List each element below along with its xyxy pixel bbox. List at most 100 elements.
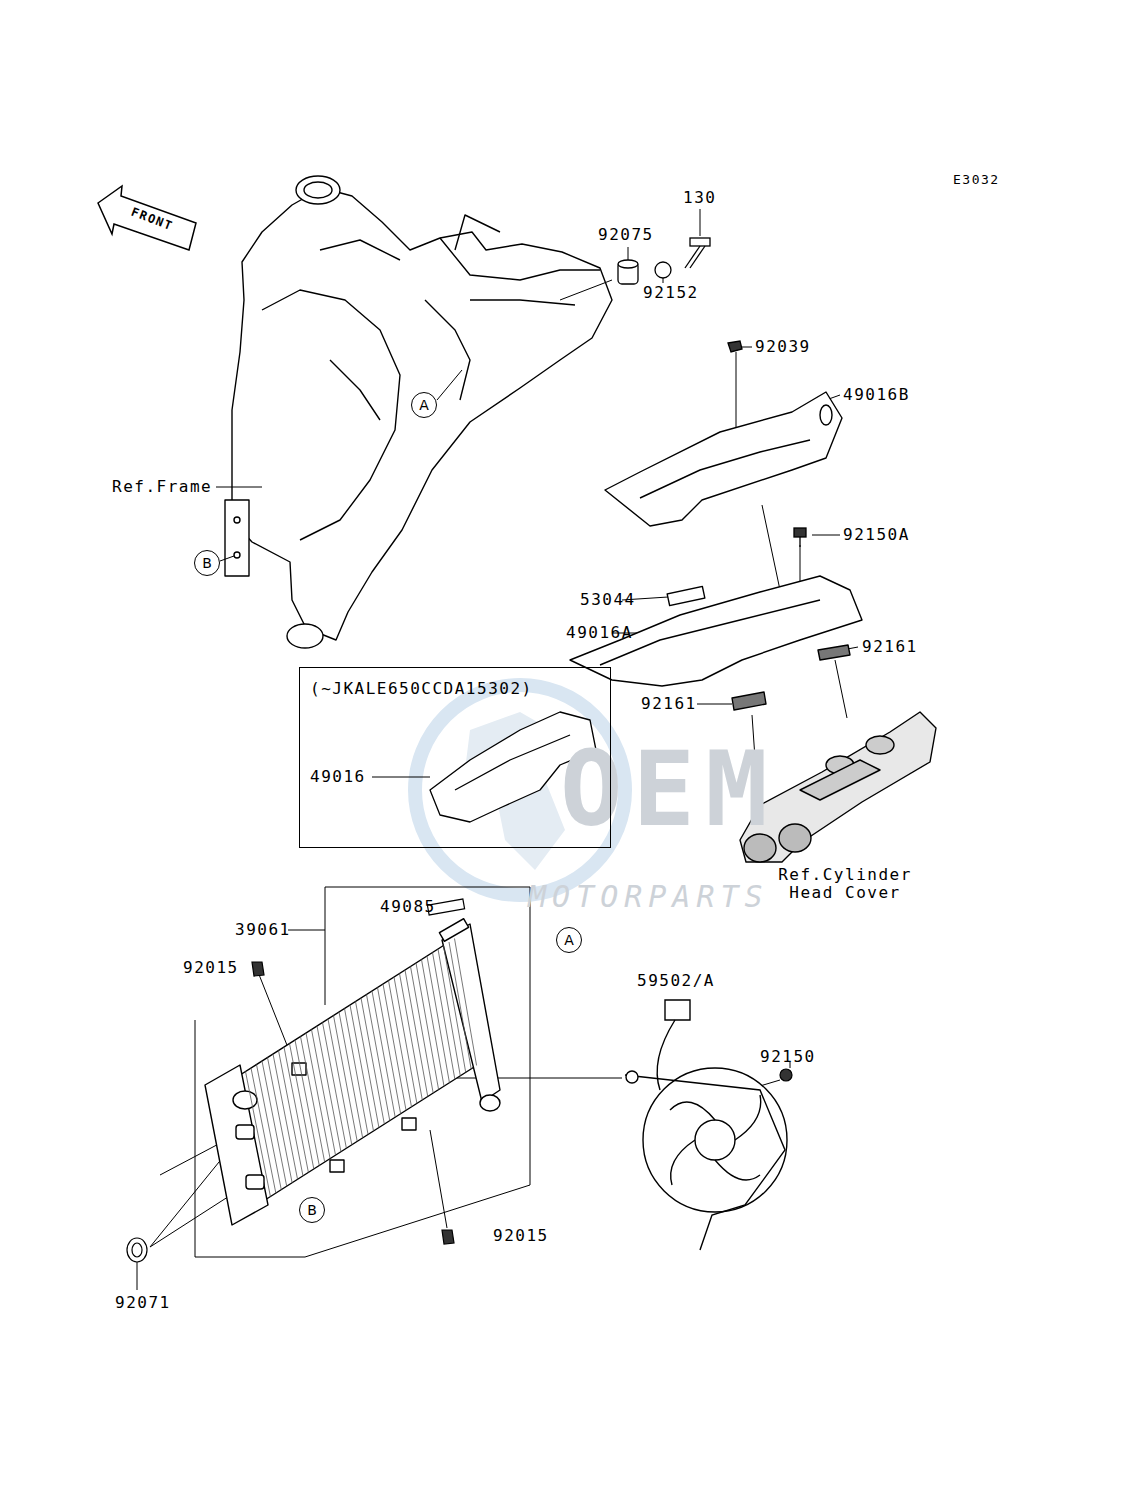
reference-circle: A	[411, 392, 437, 418]
frame	[234, 517, 240, 523]
radiator-fin	[427, 956, 449, 1083]
radiator-fin	[345, 1009, 369, 1135]
radiator-fin	[284, 1047, 308, 1172]
heat-shield	[600, 600, 820, 665]
frame	[225, 176, 612, 648]
cooling-fan	[643, 1068, 787, 1212]
radiator-fin	[246, 1072, 271, 1197]
callout-number: 49085	[380, 898, 436, 916]
serial-range: (~JKALE650CCDA15302)	[310, 680, 533, 698]
reference-circle: B	[194, 550, 220, 576]
hardware	[442, 1230, 454, 1244]
cooling-fan	[625, 1000, 787, 1250]
radiator-fin	[422, 960, 445, 1087]
callout-number: 49016B	[843, 386, 910, 404]
leader-line	[742, 347, 752, 348]
leader-line	[437, 370, 462, 400]
radiator-fin	[312, 1030, 336, 1156]
radiator-fin	[444, 946, 466, 1073]
radiator-fin	[262, 1061, 287, 1186]
hardware	[252, 962, 264, 976]
bracket-line	[288, 930, 325, 931]
hardware	[618, 260, 638, 268]
radiator-fins	[246, 939, 477, 1197]
leader-line	[216, 487, 262, 488]
radiator-fin	[361, 998, 384, 1124]
heat-shield	[640, 440, 810, 498]
radiator	[402, 1118, 416, 1130]
radiator	[236, 1125, 254, 1139]
radiator	[205, 1065, 268, 1225]
callout-number: 49016A	[566, 624, 633, 642]
frame	[232, 188, 612, 640]
leader-line	[812, 535, 840, 536]
radiator	[233, 1091, 257, 1109]
radiator-fin	[411, 967, 434, 1094]
reference-circle: A	[556, 927, 582, 953]
heat-shield	[667, 586, 705, 605]
frame	[225, 500, 249, 576]
callout-number: 130	[683, 189, 716, 207]
bracket-line	[430, 1130, 447, 1228]
heat-shield	[732, 692, 766, 710]
radiator-fin	[383, 984, 406, 1110]
frame	[330, 360, 380, 420]
cooling-fan	[670, 1102, 715, 1120]
radiator-fin	[257, 1065, 282, 1190]
radiator-fin	[367, 995, 390, 1121]
frame	[425, 300, 470, 400]
callout-number: 92075	[598, 226, 654, 244]
hardware	[690, 238, 710, 246]
radiator	[480, 1095, 500, 1111]
direction-label: FRONT	[129, 206, 175, 235]
radiator-fin	[405, 970, 428, 1097]
radiator-fin	[389, 981, 412, 1107]
hardware	[127, 1238, 147, 1262]
radiator-fin	[290, 1044, 314, 1169]
cooling-fan	[665, 1000, 690, 1020]
cooling-fan	[695, 1120, 735, 1160]
leader-line	[663, 278, 664, 283]
radiator-fin	[301, 1037, 325, 1163]
frame	[287, 624, 323, 648]
reference-label: Ref.Frame	[112, 478, 212, 496]
callout-number: 92015	[493, 1227, 549, 1245]
radiator-fin	[372, 991, 395, 1117]
radiator-fin	[339, 1012, 363, 1138]
hardware	[127, 899, 792, 1262]
cooling-fan	[735, 1095, 761, 1140]
radiator	[439, 919, 468, 942]
radiator-fin	[356, 1002, 379, 1128]
callout-number: 39061	[235, 921, 291, 939]
callout-number: 92150A	[843, 526, 910, 544]
radiator	[330, 1160, 344, 1172]
radiator	[246, 1175, 264, 1189]
cylinder-head-cover	[800, 760, 880, 800]
leader-line	[560, 280, 612, 300]
radiator-fin	[295, 1040, 319, 1166]
callout-number: 53044	[580, 591, 636, 609]
callout-number: 92161	[641, 695, 697, 713]
heat-shield	[818, 645, 850, 660]
leader-line	[697, 704, 732, 705]
leader-line	[835, 660, 847, 718]
callout-number: 92161	[862, 638, 918, 656]
radiator-fin	[400, 974, 423, 1100]
radiator-fin	[268, 1058, 293, 1183]
hardware	[690, 246, 705, 268]
hardware	[728, 341, 742, 352]
radiator-fin	[394, 977, 417, 1103]
callout-number: 92071	[115, 1294, 171, 1312]
cooling-fan	[657, 1020, 675, 1090]
radiator-fin	[449, 942, 471, 1069]
frame	[320, 240, 400, 260]
frame	[296, 176, 340, 204]
hardware	[132, 1243, 142, 1257]
heat-shield	[570, 392, 862, 710]
leader-line	[372, 777, 430, 778]
reference-circle: B	[299, 1197, 325, 1223]
cooling-fan	[626, 1071, 638, 1083]
heat-shield-variant	[455, 735, 570, 790]
radiator-fin	[455, 939, 477, 1066]
